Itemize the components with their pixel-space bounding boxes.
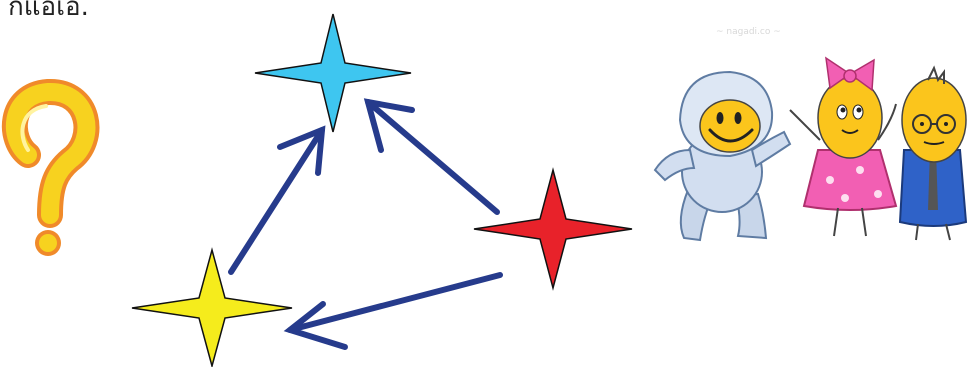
red-star-icon	[474, 170, 632, 288]
yellow-star-icon	[132, 250, 292, 366]
arrow-icon	[368, 102, 497, 212]
astronaut-character	[655, 72, 790, 240]
girl-character	[790, 58, 896, 236]
blue-star-icon	[255, 14, 411, 132]
question-mark-icon	[15, 92, 87, 256]
arrow-icon	[290, 275, 500, 347]
arrow-icon	[231, 130, 322, 272]
boy-character	[900, 68, 966, 240]
